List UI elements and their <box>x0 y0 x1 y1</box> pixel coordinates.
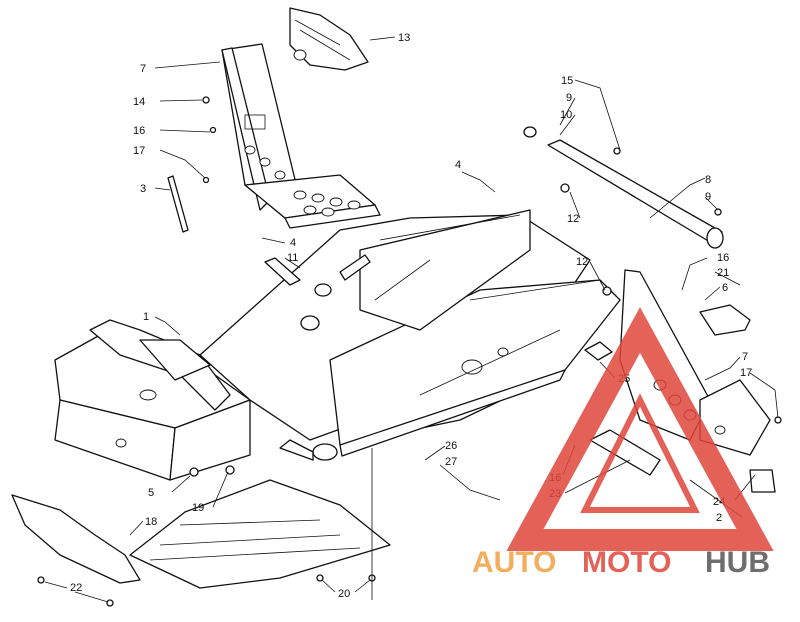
callout-labels: 13 7 14 16 17 3 4 4 11 1 15 9 10 12 8 9 … <box>70 32 752 600</box>
watermark-triangle-icon <box>506 307 774 551</box>
callout-7b: 7 <box>742 351 748 363</box>
callout-26: 26 <box>445 440 457 452</box>
steering-support-left <box>221 43 381 229</box>
belly-pan <box>129 479 391 589</box>
main-chassis <box>54 209 621 481</box>
strap-24 <box>749 469 776 493</box>
callout-14: 14 <box>133 96 145 108</box>
rod <box>167 175 189 233</box>
callout-2: 2 <box>716 512 722 524</box>
callout-16: 16 <box>133 125 145 137</box>
callout-1: 1 <box>143 311 149 323</box>
fasteners <box>37 96 782 607</box>
bracket-23 <box>589 429 661 476</box>
callout-15: 15 <box>561 75 573 87</box>
callout-6: 6 <box>722 282 728 294</box>
callout-22: 22 <box>70 582 82 594</box>
steering-post <box>523 126 724 249</box>
callout-12: 12 <box>567 213 579 225</box>
callout-4b: 4 <box>290 237 296 249</box>
plate-11 <box>264 254 371 286</box>
callout-8: 8 <box>705 174 711 186</box>
callout-21: 21 <box>717 267 729 279</box>
block-6 <box>699 304 751 336</box>
callout-20: 20 <box>338 588 350 600</box>
callout-5: 5 <box>148 487 154 499</box>
callout-19: 19 <box>192 502 204 514</box>
watermark-text-auto: AUTO <box>472 546 556 579</box>
callout-12b: 12 <box>576 256 588 268</box>
callout-3: 3 <box>140 183 146 195</box>
callout-27: 27 <box>445 456 457 468</box>
watermark: AUTO MOTO HUB <box>472 307 774 579</box>
callout-9: 9 <box>566 92 572 104</box>
callout-13: 13 <box>398 32 410 44</box>
callout-9b: 9 <box>705 191 711 203</box>
callout-10: 10 <box>560 109 572 121</box>
callout-18: 18 <box>145 516 157 528</box>
nose-piece <box>11 494 141 584</box>
callout-7: 7 <box>140 63 146 75</box>
callout-16b: 16 <box>717 252 729 264</box>
callout-17b: 17 <box>740 367 752 379</box>
callout-4: 4 <box>455 159 461 171</box>
callout-11: 11 <box>287 252 298 264</box>
callout-17: 17 <box>133 145 145 157</box>
bracket-25 <box>584 341 613 361</box>
headlight-bracket <box>289 7 369 71</box>
watermark-text-hub: HUB <box>705 546 770 579</box>
watermark-text-moto: MOTO <box>582 546 671 579</box>
